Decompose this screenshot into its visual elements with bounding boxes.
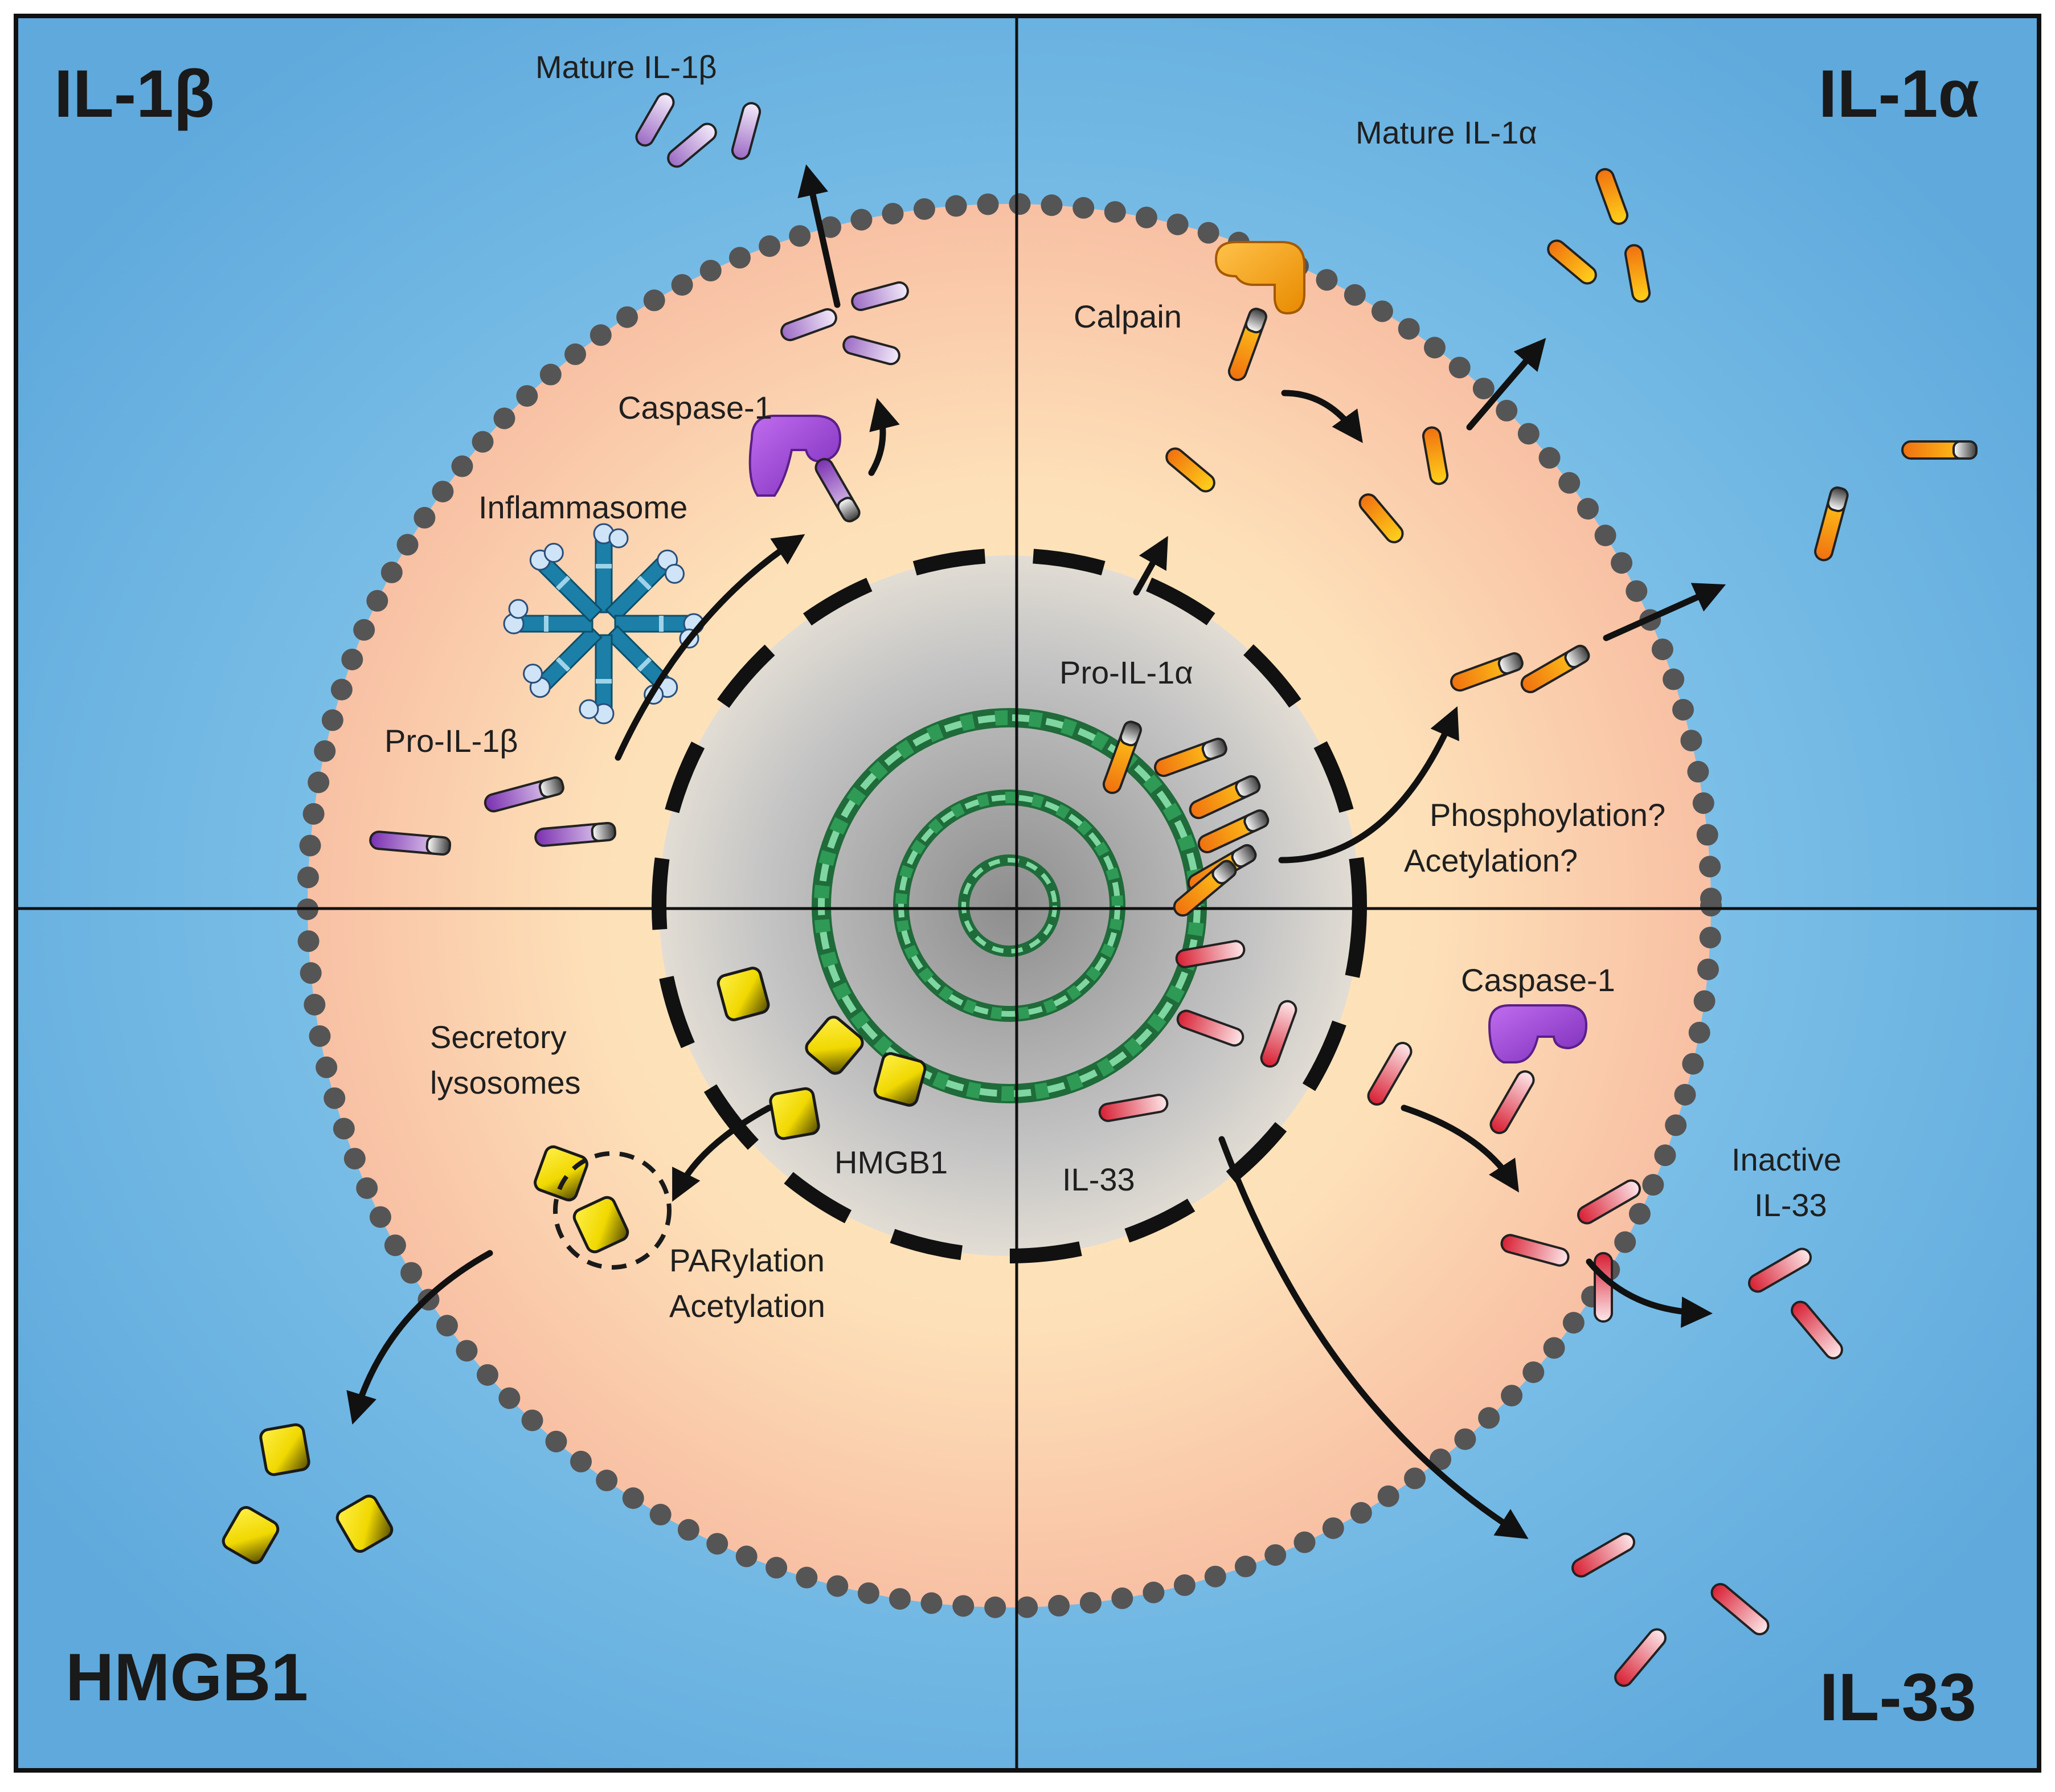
label-caspase1-bottom: Caspase-1 (1461, 962, 1615, 998)
label-mature-il1a: Mature IL-1α (1356, 114, 1537, 150)
mature-il1b-protein (851, 281, 909, 312)
quadrant-title-il33: IL-33 (1820, 1660, 1976, 1735)
pro-il1a-protein (1814, 486, 1849, 562)
label-il33-nucleus: IL-33 (1062, 1161, 1135, 1197)
hmgb1-protein (222, 1505, 280, 1565)
label-mature-il1b: Mature IL-1β (535, 49, 717, 85)
pro-il1a-protein (1173, 860, 1237, 917)
il33-protein (1367, 1042, 1413, 1106)
il33-protein (1500, 1234, 1570, 1267)
arrow-pro-il1b-to-caspase (615, 534, 805, 761)
pro-il1b-caspase-bound (814, 458, 861, 523)
label-phosphorylation: Phosphoylation? (1430, 797, 1665, 833)
mature-il1a-protein (1595, 168, 1628, 225)
il33-protein (1260, 1000, 1297, 1068)
label-parylation: PARylation (669, 1242, 825, 1278)
label-secretory: Secretory (430, 1019, 567, 1055)
pro-il1a-protein (1227, 308, 1267, 381)
arrow-pro-il1a-export (1133, 535, 1168, 596)
il33-protein (1594, 1252, 1613, 1323)
label-pro-il1b: Pro-IL-1β (384, 723, 518, 759)
arrow-mature-il1b-release (797, 164, 841, 308)
quadrant-title-il1b: IL-1β (54, 56, 215, 132)
mature-il1a-protein (1547, 239, 1597, 285)
label-lysosomes: lysosomes (430, 1065, 581, 1100)
calpain-enzyme-icon (1214, 241, 1305, 315)
secretory-lysosome (553, 1151, 672, 1270)
pro-il1b-protein (484, 776, 564, 813)
pro-il1a-protein (1450, 652, 1524, 692)
hmgb1-proteins (222, 967, 927, 1565)
label-hmgb1-nucleus: HMGB1 (834, 1144, 948, 1180)
hmgb1-protein (717, 967, 770, 1021)
arrow-il33-caspase (1401, 1104, 1519, 1193)
label-acetylation: Acetylation (669, 1288, 825, 1324)
arrow-mature-il1a-release (1466, 338, 1546, 431)
il33-protein (1489, 1070, 1535, 1134)
mature-il1b-protein (635, 92, 675, 147)
quadrant-title-il1a: IL-1α (1819, 56, 1979, 132)
il33-protein (1791, 1300, 1843, 1360)
quadrant-title-hmgb1: HMGB1 (66, 1640, 308, 1715)
label-pro-il1a: Pro-IL-1α (1059, 654, 1193, 690)
label-acetylation-question: Acetylation? (1404, 842, 1578, 878)
il33-protein (1710, 1583, 1770, 1635)
label-calpain: Calpain (1074, 298, 1182, 334)
il33-protein (1577, 1179, 1641, 1225)
pro-il1a-protein (1189, 775, 1261, 820)
mature-il1a-protein (1165, 447, 1215, 493)
label-inflammasome: Inflammasome (478, 489, 687, 525)
mature-il1a-protein (1358, 493, 1404, 543)
inflammasome-icon (503, 523, 705, 725)
hmgb1-protein (335, 1494, 394, 1553)
cell-membrane (297, 193, 1722, 1618)
il33-protein (1614, 1628, 1667, 1687)
nuclear-envelope (652, 548, 1367, 1263)
mature-il1b-protein (731, 102, 762, 160)
arrow-hmgb1-to-lysosome (672, 1104, 772, 1202)
mature-il1b-protein (842, 335, 900, 366)
pathway-arrows (346, 164, 1726, 1539)
il33-protein (1571, 1532, 1635, 1578)
mature-il1b-protein (780, 308, 837, 341)
pro-il1a-protein (1102, 721, 1142, 794)
hmgb1-protein (769, 1087, 820, 1140)
arrow-phosphorylation (1278, 706, 1459, 864)
arrow-caspase-cleavage (868, 398, 900, 476)
pro-il1a-protein (1901, 440, 1978, 460)
label-caspase1-top: Caspase-1 (618, 390, 772, 426)
il33-protein (1748, 1247, 1812, 1293)
pro-il1a-protein (1520, 644, 1590, 693)
pro-il1a-protein (1154, 738, 1227, 778)
mature-il1a-protein (1422, 426, 1449, 485)
nucleus (659, 555, 1360, 1256)
hmgb1-protein (805, 1016, 864, 1075)
label-inactive: Inactive (1731, 1142, 1841, 1177)
hmgb1-protein (873, 1052, 927, 1107)
il33-protein (1175, 940, 1246, 968)
hmgb1-protein (572, 1196, 629, 1254)
il33-protein (1176, 1009, 1245, 1047)
pro-il1a-protein (1197, 809, 1270, 854)
hmgb1-protein (534, 1145, 588, 1202)
mature-il1a-protein (1624, 244, 1651, 303)
label-inactive-il33: IL-33 (1754, 1187, 1827, 1223)
arrow-il1a-release (1603, 583, 1726, 641)
pro-il1b-protein (534, 821, 617, 847)
il33-protein (1098, 1094, 1169, 1122)
hmgb1-protein (259, 1423, 310, 1476)
mature-il1b-protein (667, 122, 717, 168)
pro-il1b-protein (369, 830, 452, 856)
arrow-inactive-il33 (1586, 1258, 1713, 1328)
protein-capsules (369, 92, 1978, 1687)
arrow-hmgb1-release (346, 1250, 493, 1425)
arrow-calpain-cleavage (1281, 390, 1363, 443)
caspase1-enzyme-bottom-icon (1488, 1004, 1588, 1063)
arrow-il33-release (1218, 1136, 1529, 1539)
